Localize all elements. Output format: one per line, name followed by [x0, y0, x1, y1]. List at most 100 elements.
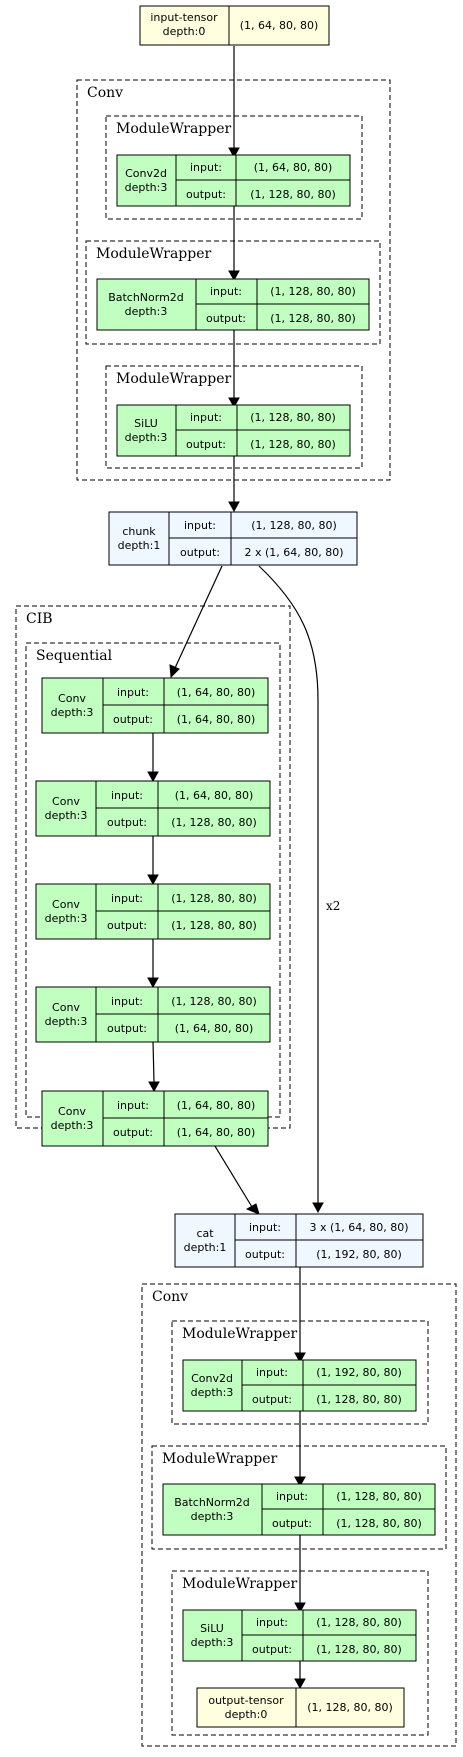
- node-depth: depth:3: [51, 706, 94, 719]
- output-shape: (1, 128, 80, 80): [316, 1393, 402, 1406]
- node-cib-conv-4: Conv depth:3 input: output: (1, 128, 80,…: [35, 986, 271, 1043]
- input-shape: (1, 64, 80, 80): [175, 789, 254, 802]
- arrowhead: [147, 977, 159, 989]
- edge-label-x2: x2: [326, 899, 340, 913]
- input-label: input:: [117, 1099, 149, 1112]
- node-chunk: chunk depth:1 input: output: (1, 128, 80…: [108, 511, 358, 566]
- node-box: [196, 1687, 405, 1728]
- input-label: input:: [184, 519, 216, 532]
- node-name: BatchNorm2d: [108, 291, 184, 304]
- node-box: [139, 5, 330, 46]
- input-label: input:: [111, 892, 143, 905]
- output-shape: (1, 64, 80, 80): [177, 1126, 256, 1139]
- arrowhead: [294, 1678, 306, 1690]
- node-name: output-tensor: [208, 1694, 284, 1707]
- node-depth: depth:3: [191, 1636, 234, 1649]
- node-depth: depth:1: [118, 539, 161, 552]
- output-shape: (1, 128, 80, 80): [171, 919, 257, 932]
- node-depth: depth:3: [125, 431, 168, 444]
- input-shape: (1, 64, 80, 80): [254, 161, 333, 174]
- node-name: input-tensor: [150, 11, 218, 24]
- node-name: Conv: [58, 692, 86, 705]
- conv-cluster-top-label: Conv: [87, 85, 123, 101]
- input-shape: (1, 128, 80, 80): [171, 995, 257, 1008]
- output-shape: (1, 64, 80, 80): [177, 713, 256, 726]
- node-cib-conv-1: Conv depth:3 input: output: (1, 64, 80, …: [41, 677, 269, 734]
- edge-chunk-to-cat: [258, 565, 319, 1203]
- conv-cluster-bottom-label: Conv: [152, 1289, 188, 1305]
- output-shape: (1, 128, 80, 80): [250, 438, 336, 451]
- sequential-cluster: [25, 642, 281, 1118]
- module-wrapper-cluster-4-label: ModuleWrapper: [182, 1326, 298, 1342]
- node-depth: depth:3: [51, 1119, 94, 1132]
- node-silu-top: SiLU depth:3 input: output: (1, 128, 80,…: [116, 404, 351, 457]
- output-shape: (1, 128, 80, 80): [250, 188, 336, 201]
- node-conv2d-top: Conv2d depth:3 input: output: (1, 64, 80…: [116, 154, 351, 207]
- output-label: output:: [252, 1393, 292, 1406]
- input-shape: (1, 128, 80, 80): [171, 892, 257, 905]
- arrowhead: [228, 270, 240, 282]
- node-batchnorm2d-top: BatchNorm2d depth:3 input: output: (1, 1…: [96, 278, 370, 331]
- node-name: Conv: [58, 1105, 86, 1118]
- output-shape: (1, 128, 80, 80): [171, 816, 257, 829]
- input-shape: (1, 128, 80, 80): [336, 1490, 422, 1503]
- output-label: output:: [206, 312, 246, 325]
- node-name: BatchNorm2d: [174, 1496, 250, 1509]
- arrowhead: [294, 1602, 306, 1614]
- output-label: output:: [186, 438, 226, 451]
- module-wrapper-cluster-1-label: ModuleWrapper: [116, 121, 232, 137]
- node-name: cat: [196, 1227, 214, 1240]
- cib-cluster-label: CIB: [26, 611, 53, 627]
- output-label: output:: [272, 1517, 312, 1530]
- node-depth: depth:3: [45, 912, 88, 925]
- arrowhead: [147, 771, 159, 783]
- input-shape: 3 x (1, 64, 80, 80): [309, 1221, 408, 1234]
- node-name: SiLU: [200, 1622, 224, 1635]
- edge-cib-conv4-to-conv5: [152, 1040, 155, 1083]
- arrowhead: [228, 397, 240, 409]
- input-label: input:: [190, 161, 222, 174]
- node-depth: depth:3: [45, 809, 88, 822]
- arrowhead: [169, 664, 180, 679]
- module-wrapper-cluster-3-label: ModuleWrapper: [116, 371, 232, 387]
- node-name: Conv: [52, 898, 80, 911]
- arrowhead: [245, 1203, 260, 1215]
- node-name: Conv2d: [191, 1372, 233, 1385]
- output-label: output:: [186, 188, 226, 201]
- node-name: Conv2d: [125, 167, 167, 180]
- conv-cluster-bottom: [141, 1283, 457, 1747]
- input-label: input:: [249, 1221, 281, 1234]
- input-label: input:: [256, 1616, 288, 1629]
- input-label: input:: [256, 1366, 288, 1379]
- arrowhead: [294, 1476, 306, 1488]
- sequential-cluster-label: Sequential: [36, 648, 113, 664]
- output-label: output:: [113, 1126, 153, 1139]
- node-input-tensor: input-tensor depth:0 (1, 64, 80, 80): [139, 5, 330, 46]
- edge-chunk-to-cib-conv1: [174, 565, 223, 669]
- output-shape: (1, 128, 80, 80): [316, 1643, 402, 1656]
- output-label: output:: [252, 1643, 292, 1656]
- module-wrapper-cluster-2-label: ModuleWrapper: [96, 246, 212, 262]
- input-shape: (1, 128, 80, 80): [251, 519, 337, 532]
- node-depth: depth:0: [163, 25, 206, 38]
- node-shape: (1, 128, 80, 80): [307, 1701, 393, 1714]
- arrowhead: [228, 147, 240, 159]
- input-shape: (1, 64, 80, 80): [177, 686, 256, 699]
- output-label: output:: [107, 1022, 147, 1035]
- input-label: input:: [276, 1490, 308, 1503]
- node-conv2d-bottom: Conv2d depth:3 input: output: (1, 192, 8…: [182, 1359, 417, 1412]
- node-depth: depth:0: [225, 1708, 268, 1721]
- arrowhead: [312, 1202, 324, 1214]
- input-shape: (1, 128, 80, 80): [316, 1616, 402, 1629]
- output-shape: 2 x (1, 64, 80, 80): [244, 546, 343, 559]
- node-depth: depth:3: [191, 1510, 234, 1523]
- output-label: output:: [245, 1248, 285, 1261]
- node-depth: depth:3: [191, 1386, 234, 1399]
- input-label: input:: [111, 995, 143, 1008]
- arrowhead: [147, 874, 159, 886]
- input-shape: (1, 128, 80, 80): [270, 285, 356, 298]
- input-label: input:: [111, 789, 143, 802]
- arrowhead: [294, 1352, 306, 1364]
- input-shape: (1, 192, 80, 80): [316, 1366, 402, 1379]
